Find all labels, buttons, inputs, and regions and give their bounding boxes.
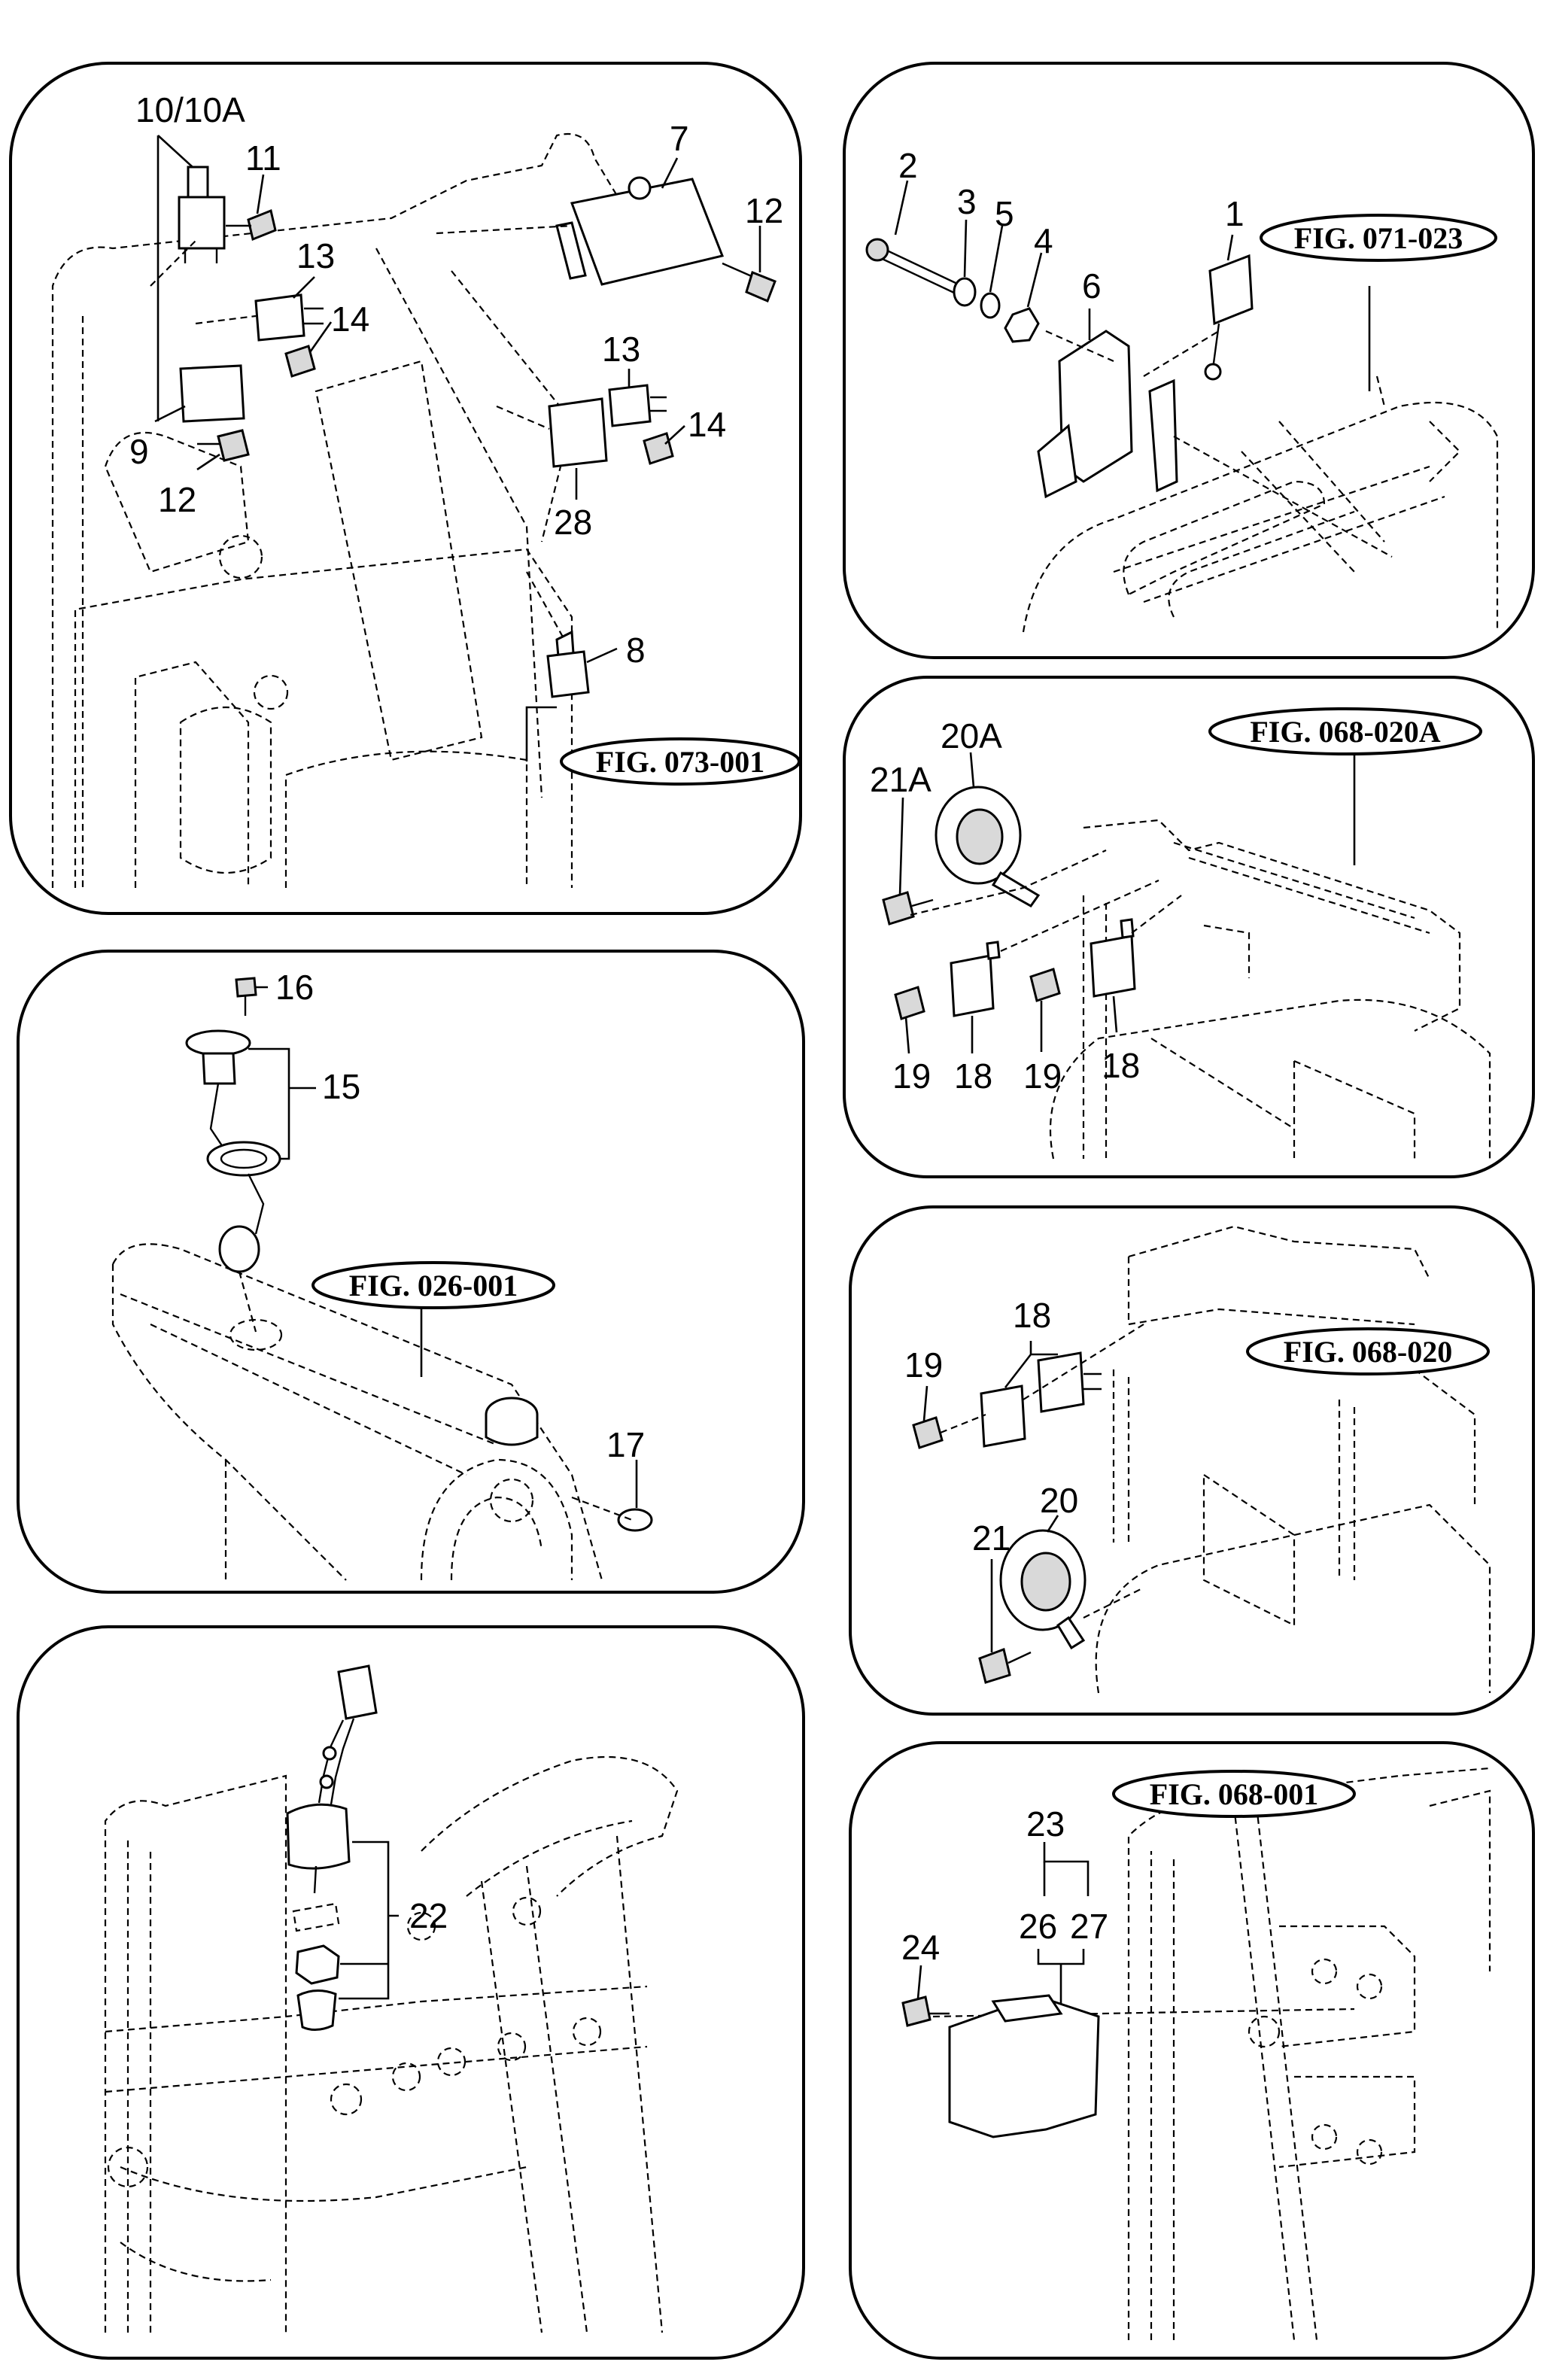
callout-16: 16 [275,968,314,1007]
callout-24: 24 [901,1928,940,1967]
panel-horn [849,1205,1535,1716]
fig-ref-oval [1208,707,1482,755]
fig-ref-068-001[interactable]: FIG. 068-001 [1150,1777,1318,1811]
panel-6-labels: 22 [409,1896,448,1935]
callout-21: 21 [972,1518,1011,1558]
callout-1: 1 [1225,194,1245,233]
callout-28: 28 [554,503,592,542]
fig-ref-068-020a[interactable]: FIG. 068-020A [1250,715,1440,749]
callout-13: 13 [602,330,640,369]
fig-ref-068-020[interactable]: FIG. 068-020 [1284,1335,1452,1369]
fig-ref-026-001[interactable]: FIG. 026-001 [349,1269,518,1302]
callout-26: 26 [1019,1907,1057,1946]
callout-18: 18 [954,1056,992,1096]
panel-3-labels: 20A 21A 19 18 19 18 FIG. 068-020A [870,707,1482,1096]
callout-14: 14 [688,405,726,444]
callout-3: 3 [957,182,977,221]
callout-21a: 21A [870,760,931,799]
panel-4-labels: 16 15 17 FIG. 026-001 [275,968,645,1464]
panel-module [849,1741,1535,2360]
callout-13: 13 [296,236,335,275]
panel-2-labels: 2 3 5 4 6 1 FIG. 071-023 [898,146,1497,305]
fig-ref-071-023[interactable]: FIG. 071-023 [1294,221,1463,255]
fig-ref-oval [560,737,801,786]
callout-9: 9 [129,432,149,471]
callout-14: 14 [331,299,369,339]
panel-7-labels: 23 26 27 24 FIG. 068-001 [901,1770,1356,1967]
callout-5: 5 [995,194,1014,233]
callout-15: 15 [322,1067,360,1106]
fig-ref-oval [1112,1770,1356,1818]
callout-22: 22 [409,1896,448,1935]
callout-18: 18 [1013,1296,1051,1335]
callout-2: 2 [898,146,918,185]
callout-10-10a: 10/10A [135,90,245,129]
callout-19: 19 [892,1056,931,1096]
callout-19: 19 [1023,1056,1062,1096]
fig-ref-oval [1246,1327,1490,1375]
callout-4: 4 [1034,221,1053,260]
panel-sensor [17,1625,805,2360]
callout-8: 8 [626,631,646,670]
callout-11: 11 [245,138,281,178]
panel-switch-bracket [843,62,1535,659]
panel-relays-controller [9,62,802,915]
callout-27: 27 [1070,1907,1108,1946]
callout-20: 20 [1040,1481,1078,1520]
panel-5-labels: 18 19 20 21 FIG. 068-020 [904,1296,1490,1558]
panel-1-labels: 10/10A 11 7 12 13 14 13 14 9 12 28 8 FIG… [129,90,801,786]
callout-23: 23 [1026,1804,1065,1844]
callout-19: 19 [904,1345,943,1385]
callout-12: 12 [158,480,196,519]
callout-6: 6 [1082,266,1102,305]
fig-ref-oval [1260,214,1497,262]
callout-17: 17 [606,1425,645,1464]
panel-horn-a [843,676,1535,1178]
callout-20a: 20A [941,716,1002,755]
fig-ref-oval [312,1261,555,1309]
callout-18: 18 [1102,1046,1140,1085]
callout-12: 12 [745,191,783,230]
fig-ref-073-001[interactable]: FIG. 073-001 [596,745,764,779]
callout-7: 7 [670,119,689,158]
